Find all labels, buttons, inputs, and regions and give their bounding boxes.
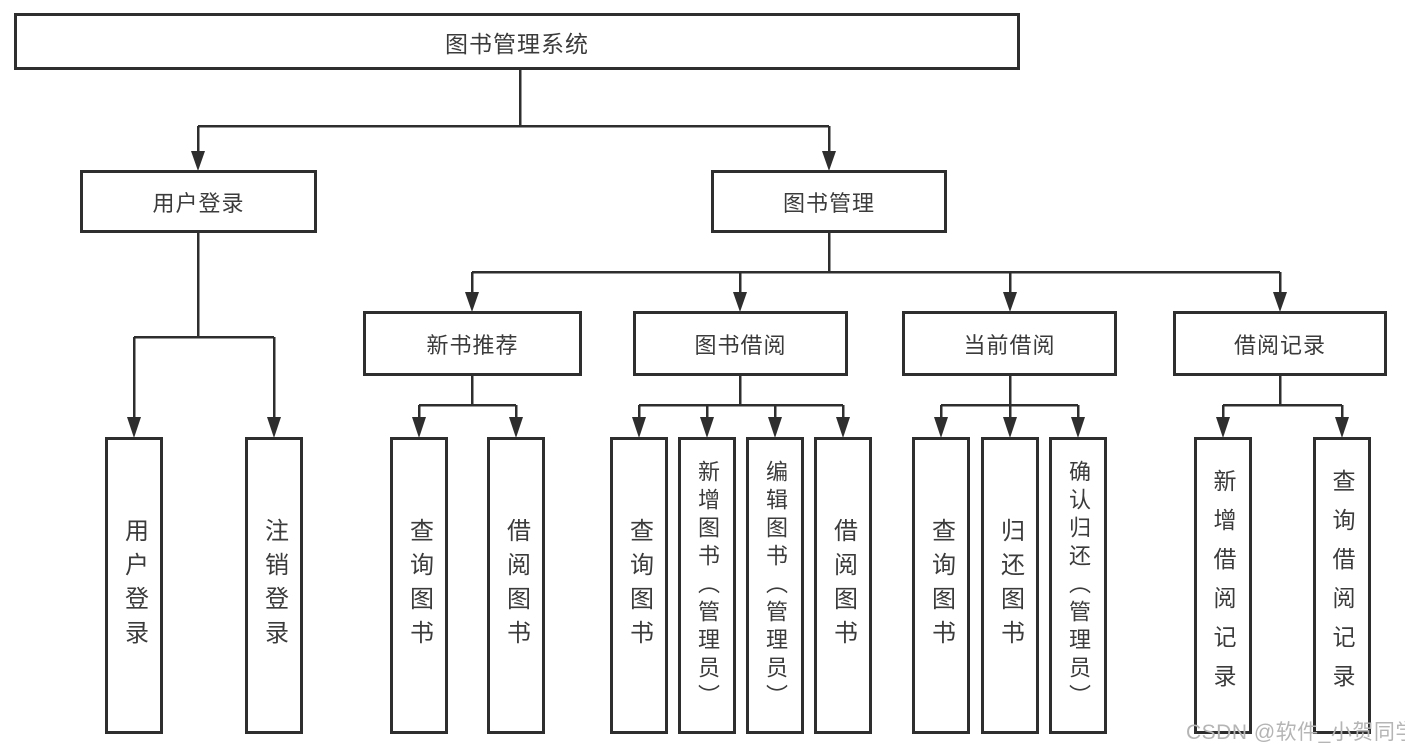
node-book-borrow: 图书借阅 (633, 311, 848, 376)
connector-book-management-branch (470, 233, 1282, 293)
node-user-login: 用户登录 (80, 170, 317, 233)
node-new-book-recommend: 新书推荐 (363, 311, 582, 376)
leaf-borrow-books-recommend: 借阅图书 (487, 437, 545, 734)
arrowhead-down (632, 417, 646, 438)
leaf-add-borrow-record: 新增借阅记录 (1194, 437, 1252, 734)
arrowhead-down (191, 151, 205, 171)
arrowhead-down (465, 292, 479, 312)
arrowhead-down (733, 292, 747, 312)
connector-borrow-records-branch (1221, 376, 1344, 418)
leaf-query-books-current: 查询图书 (912, 437, 970, 734)
arrowhead-down (1071, 417, 1085, 438)
connector-root-to-level2 (196, 69, 831, 152)
arrowhead-down (1003, 417, 1017, 438)
connector-current-borrow-branch (939, 376, 1080, 418)
arrowhead-down (822, 151, 836, 171)
leaf-query-books-recommend: 查询图书 (390, 437, 448, 734)
arrowhead-down (836, 417, 850, 438)
arrowhead-down (412, 417, 426, 438)
arrowhead-down (127, 417, 141, 438)
leaf-edit-book-admin: 编辑图书（管理员） (746, 437, 804, 734)
connector-book-borrow-branch (637, 376, 845, 418)
connector-new-book-branch (417, 376, 518, 418)
arrowhead-down (934, 417, 948, 438)
leaf-logout-login: 注销登录 (245, 437, 303, 734)
leaf-query-books-borrow: 查询图书 (610, 437, 668, 734)
leaf-add-book-admin: 新增图书（管理员） (678, 437, 736, 734)
arrowhead-down (267, 417, 281, 438)
csdn-watermark: CSDN @软件_小贺同学 (1186, 721, 1405, 744)
arrowhead-down (1216, 417, 1230, 438)
arrowhead-down (700, 417, 714, 438)
arrowhead-down (1273, 292, 1287, 312)
leaf-user-login: 用户登录 (105, 437, 163, 734)
arrowhead-down (509, 417, 523, 438)
node-current-borrow: 当前借阅 (902, 311, 1117, 376)
node-library-management-system: 图书管理系统 (14, 13, 1020, 70)
leaf-confirm-return-admin: 确认归还（管理员） (1049, 437, 1107, 734)
leaf-borrow-books: 借阅图书 (814, 437, 872, 734)
arrowhead-down (1335, 417, 1349, 438)
node-borrow-records: 借阅记录 (1173, 311, 1387, 376)
leaf-return-book: 归还图书 (981, 437, 1039, 734)
arrowhead-down (768, 417, 782, 438)
arrowhead-down (1003, 292, 1017, 312)
connector-user-login-branch (132, 233, 276, 418)
node-book-management: 图书管理 (711, 170, 947, 233)
leaf-query-borrow-record: 查询借阅记录 (1313, 437, 1371, 734)
